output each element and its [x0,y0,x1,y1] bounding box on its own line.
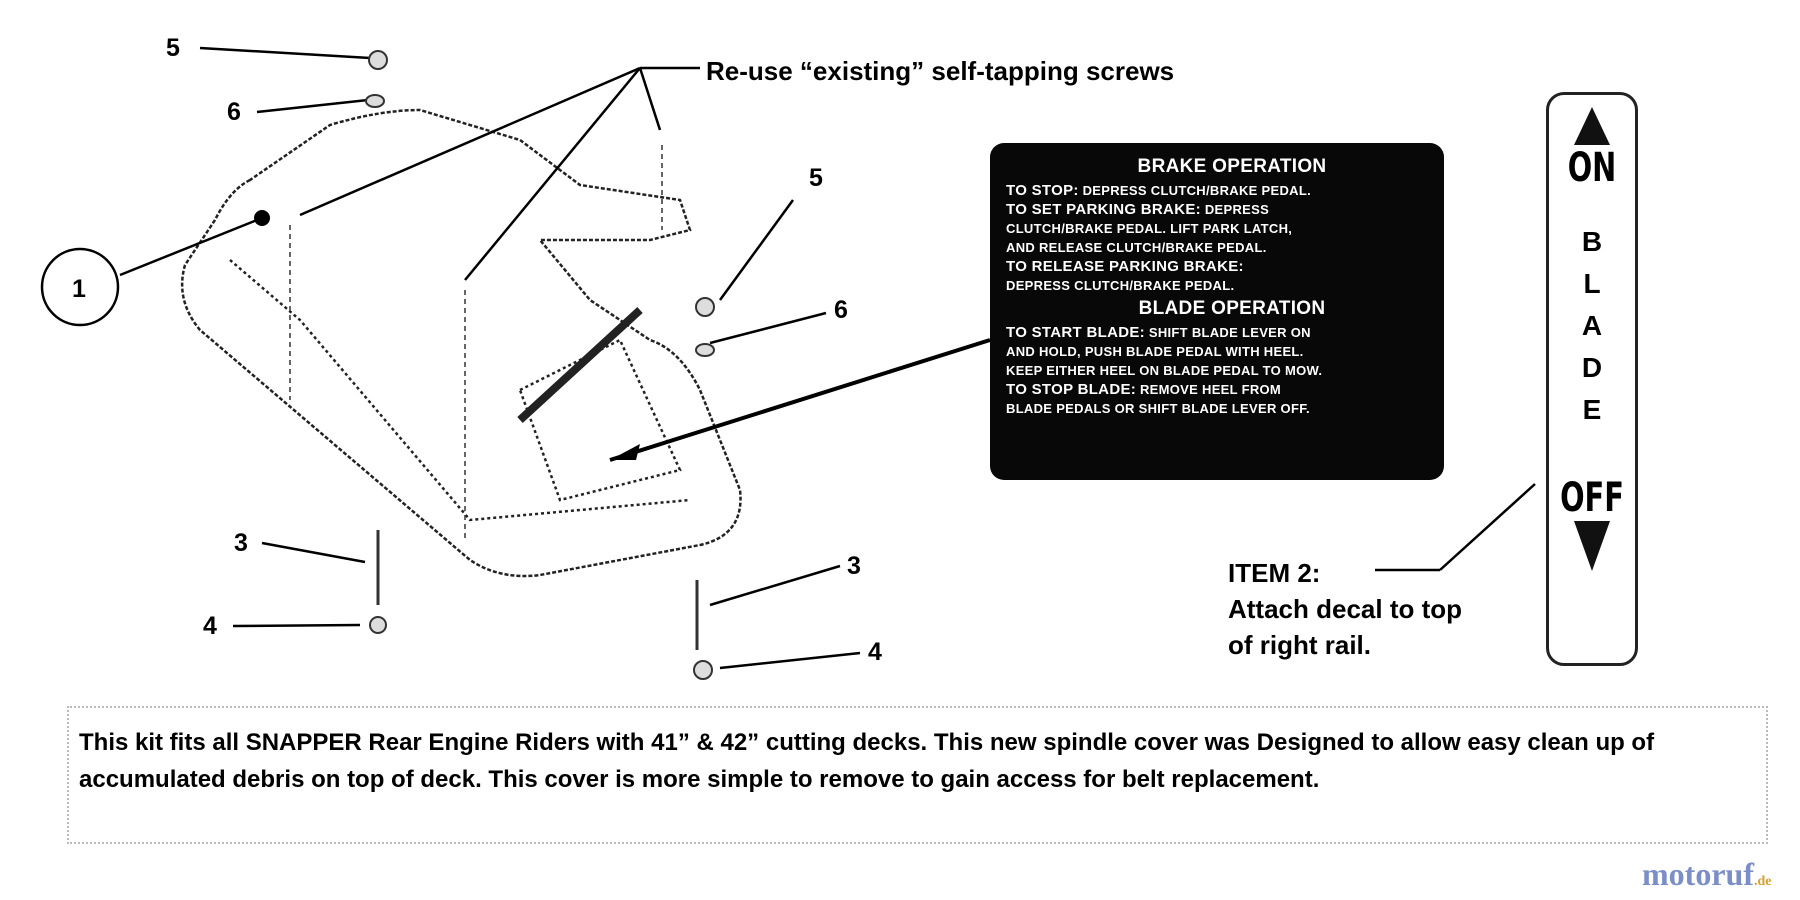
item-2-note: ITEM 2: Attach decal to top of right rai… [1228,555,1462,663]
item-2-line: Attach decal to top [1228,594,1463,624]
item-3-label: 3 [847,552,861,580]
decal-line: BLADE PEDALS OR SHIFT BLADE LEVER OFF. [1006,401,1310,416]
item-5-label: 5 [166,34,180,62]
decal-line: AND RELEASE CLUTCH/BRAKE PEDAL. [1006,240,1267,255]
decal-heading: BLADE OPERATION [1138,298,1326,319]
decal-line: TO STOP BLADE: REMOVE HEEL FROM [1006,381,1282,398]
nut-5 [368,50,388,70]
decal-line: TO SET PARKING BRAKE: DEPRESS [1006,201,1270,218]
off-label: OFF [1560,475,1624,521]
item-4-label: 4 [868,638,882,666]
item-2-line: of right rail. [1228,630,1371,660]
decal-heading: BRAKE OPERATION [1137,156,1327,177]
blade-letter: A [1581,310,1603,341]
watermark-logo: motoruf.de [1642,856,1772,892]
item-1-label: 1 [72,275,86,303]
blade-letter: E [1582,394,1602,425]
decal-line: TO STOP: DEPRESS CLUTCH/BRAKE PEDAL. [1006,182,1312,199]
on-label: ON [1567,145,1617,191]
decal-line: TO START BLADE: SHIFT BLADE LEVER ON [1006,324,1311,341]
blade-letter: B [1581,226,1603,257]
decal-line: KEEP EITHER HEEL ON BLADE PEDAL TO MOW. [1006,363,1323,378]
kit-description: This kit fits all SNAPPER Rear Engine Ri… [67,706,1768,844]
item-1-circle [40,247,120,327]
blade-letter: L [1583,268,1601,299]
item-4-label: 4 [203,612,217,640]
decal-line: DEPRESS CLUTCH/BRAKE PEDAL. [1006,278,1235,293]
item-6-label: 6 [227,98,241,126]
arrow-down-icon [1574,521,1610,571]
screws-note: Re-use “existing” self-tapping screws [706,56,1175,86]
decal-line: CLUTCH/BRAKE PEDAL. LIFT PARK LATCH, [1006,221,1293,236]
decal-line: AND HOLD, PUSH BLADE PEDAL WITH HEEL. [1006,344,1304,359]
blade-letter: D [1581,352,1603,383]
item-3-label: 3 [234,529,248,557]
spindle-cover [180,108,742,578]
item-2-label: ITEM 2: [1228,558,1321,588]
item-5-label: 5 [809,164,823,192]
arrow-up-icon [1574,107,1610,145]
brake-blade-decal: BRAKE OPERATION TO STOP: DEPRESS CLUTCH/… [990,143,1444,480]
decal-line: TO RELEASE PARKING BRAKE: [1006,258,1244,275]
blade-on-off-decal: ON B L A D E OFF [1546,92,1638,666]
item-6-label: 6 [834,296,848,324]
